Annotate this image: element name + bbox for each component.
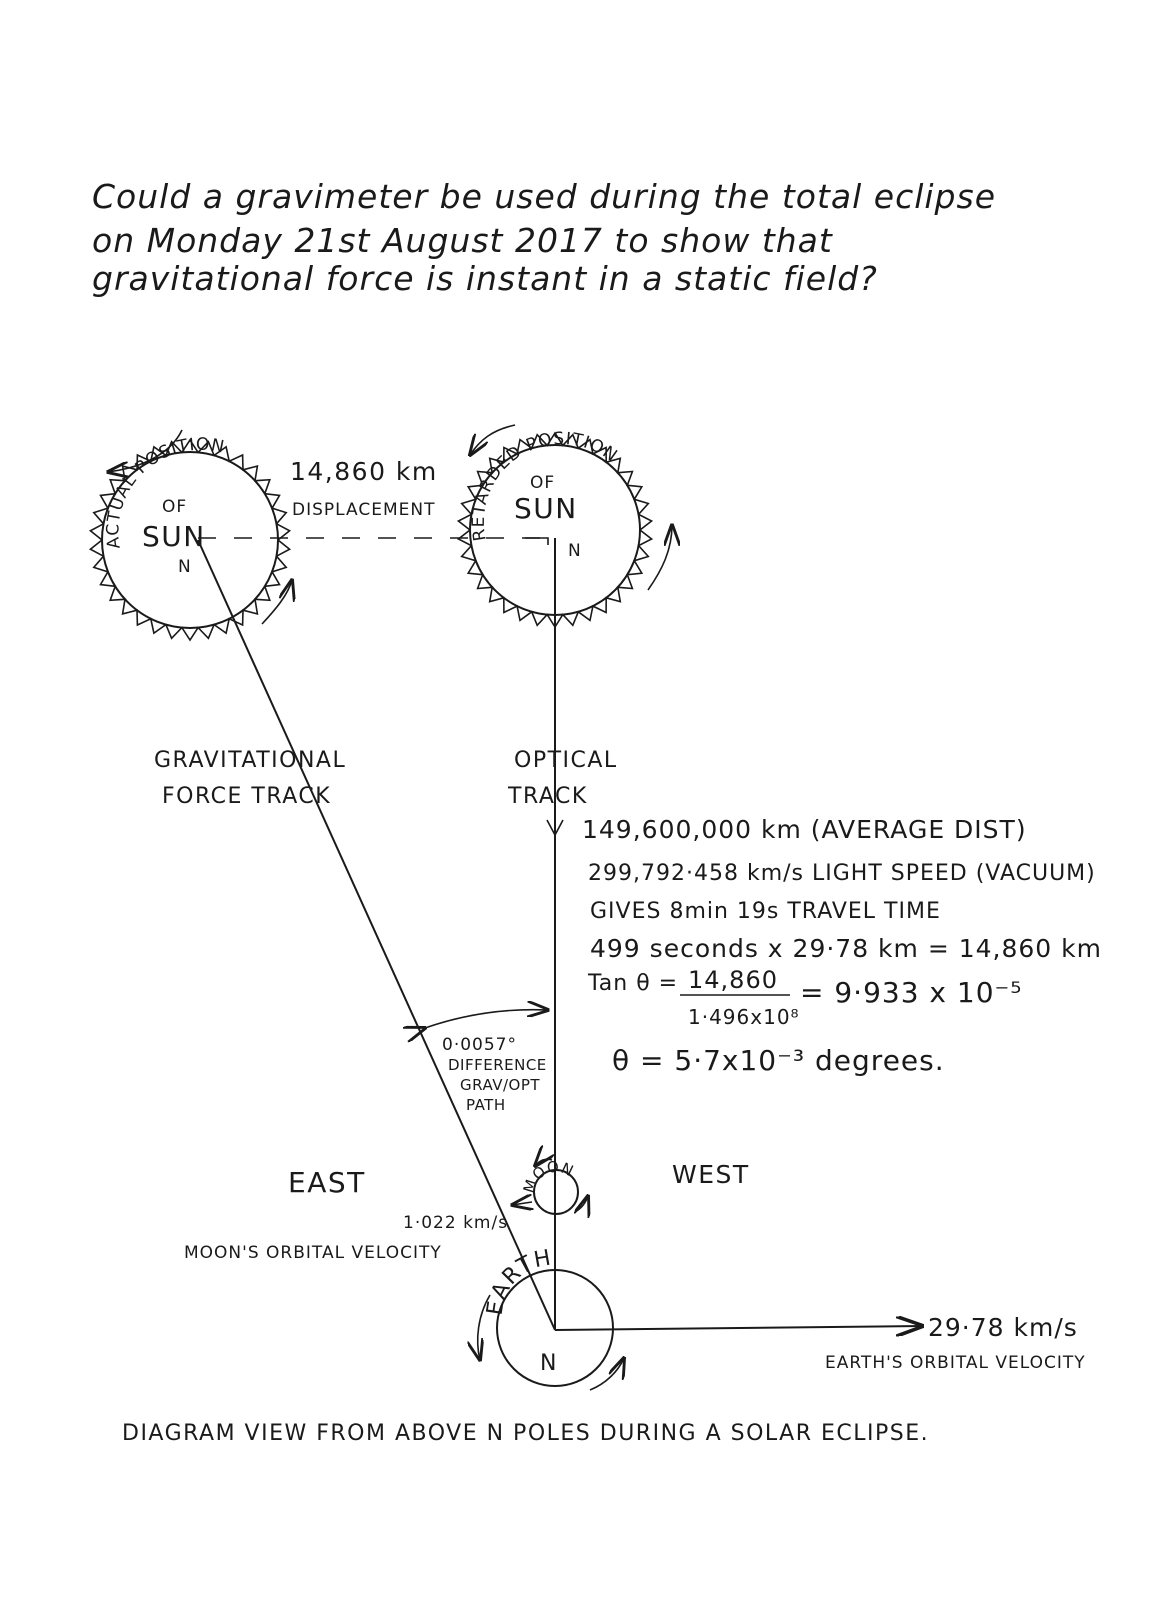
grav-track-label-1: GRAVITATIONAL — [154, 748, 346, 773]
moon-velocity: 1·022 km/s — [403, 1213, 508, 1233]
earth: EARTH N 29·78 km/s EARTH'S ORBITAL VELOC… — [478, 1245, 1086, 1391]
angle-line-3: GRAV/OPT — [460, 1076, 540, 1094]
earth-rotation-arrow-left — [478, 1294, 491, 1360]
title-line-1: Could a gravimeter be used during the to… — [92, 177, 996, 216]
earth-pole: N — [540, 1351, 558, 1376]
retarded-sun-rotation-arrow-top — [470, 424, 516, 455]
moon-rotation-arrow-right — [575, 1196, 588, 1212]
earth-velocity: 29·78 km/s — [928, 1313, 1078, 1342]
retarded-sun-rotation-arrow-right — [647, 525, 672, 591]
moon: MOON 1·022 km/s MOON'S ORBITAL VELOCITY — [184, 1158, 588, 1263]
angle-line-2: DIFFERENCE — [448, 1056, 547, 1074]
moon-rotation-arrow-top — [535, 1159, 552, 1166]
theta-result: θ = 5·7x10⁻³ degrees. — [612, 1044, 945, 1077]
moon-velocity-label: MOON'S ORBITAL VELOCITY — [184, 1243, 442, 1263]
retarded-sun-pole: N — [568, 541, 582, 561]
retarded-sun: RETARDED POSITION OF SUN N — [456, 424, 672, 629]
earth-velocity-arrow — [554, 1326, 922, 1330]
retarded-sun-of: OF — [530, 473, 555, 493]
calc-line-1: 149,600,000 km (AVERAGE DIST) — [582, 815, 1027, 844]
earth-velocity-label: EARTH'S ORBITAL VELOCITY — [825, 1353, 1086, 1373]
angle-value: 0·0057° — [442, 1035, 517, 1055]
actual-sun-rotation-arrow-top — [108, 429, 183, 472]
retarded-sun-rays — [456, 431, 654, 629]
grav-track-label-2: FORCE TRACK — [162, 784, 331, 809]
displacement-value: 14,860 km — [290, 457, 438, 486]
direction-west: WEST — [672, 1160, 750, 1189]
calc-line-3: GIVES 8min 19s TRAVEL TIME — [590, 899, 941, 924]
opt-track-label-1: OPTICAL — [514, 748, 618, 773]
moon-velocity-arrow — [512, 1202, 532, 1205]
earth-circle — [496, 1269, 614, 1387]
angle-arc — [425, 1010, 548, 1028]
retarded-sun-name: SUN — [514, 492, 578, 525]
earth-rotation-arrow-right — [589, 1358, 624, 1391]
displacement-label: DISPLACEMENT — [292, 500, 435, 520]
tan-denominator: 1·496x10⁸ — [688, 1005, 800, 1029]
moon-label: MOON — [520, 1158, 577, 1195]
actual-sun: ACTUAL POSITION OF SUN N — [88, 429, 292, 642]
actual-sun-rotation-arrow-bottom — [261, 580, 292, 625]
angle-label: 0·0057° DIFFERENCE GRAV/OPT PATH — [442, 1035, 547, 1114]
title: Could a gravimeter be used during the to… — [92, 177, 996, 298]
angle-line-4: PATH — [466, 1096, 506, 1114]
calc-line-2: 299,792·458 km/s LIGHT SPEED (VACUUM) — [588, 861, 1096, 886]
retarded-sun-right-angle — [525, 537, 549, 545]
tan-numerator: 14,860 — [688, 966, 778, 994]
opt-track-label-2: TRACK — [507, 784, 588, 809]
title-line-2: on Monday 21st August 2017 to show that — [92, 221, 833, 260]
title-line-3: gravitational force is instant in a stat… — [92, 259, 878, 298]
calculations: 149,600,000 km (AVERAGE DIST) 299,792·45… — [582, 815, 1102, 1077]
direction-east: EAST — [288, 1166, 366, 1199]
actual-sun-rays — [88, 438, 292, 642]
actual-sun-pole: N — [178, 557, 192, 577]
tan-prefix: Tan θ = — [587, 971, 678, 996]
tan-result: = 9·933 x 10⁻⁵ — [800, 976, 1023, 1009]
actual-sun-of: OF — [162, 497, 187, 517]
calc-line-4: 499 seconds x 29·78 km = 14,860 km — [590, 934, 1102, 963]
caption: DIAGRAM VIEW FROM ABOVE N POLES DURING A… — [122, 1421, 929, 1446]
gravitational-track-line — [197, 539, 556, 1331]
optical-track-arrow — [546, 819, 564, 837]
actual-sun-name: SUN — [142, 520, 206, 553]
